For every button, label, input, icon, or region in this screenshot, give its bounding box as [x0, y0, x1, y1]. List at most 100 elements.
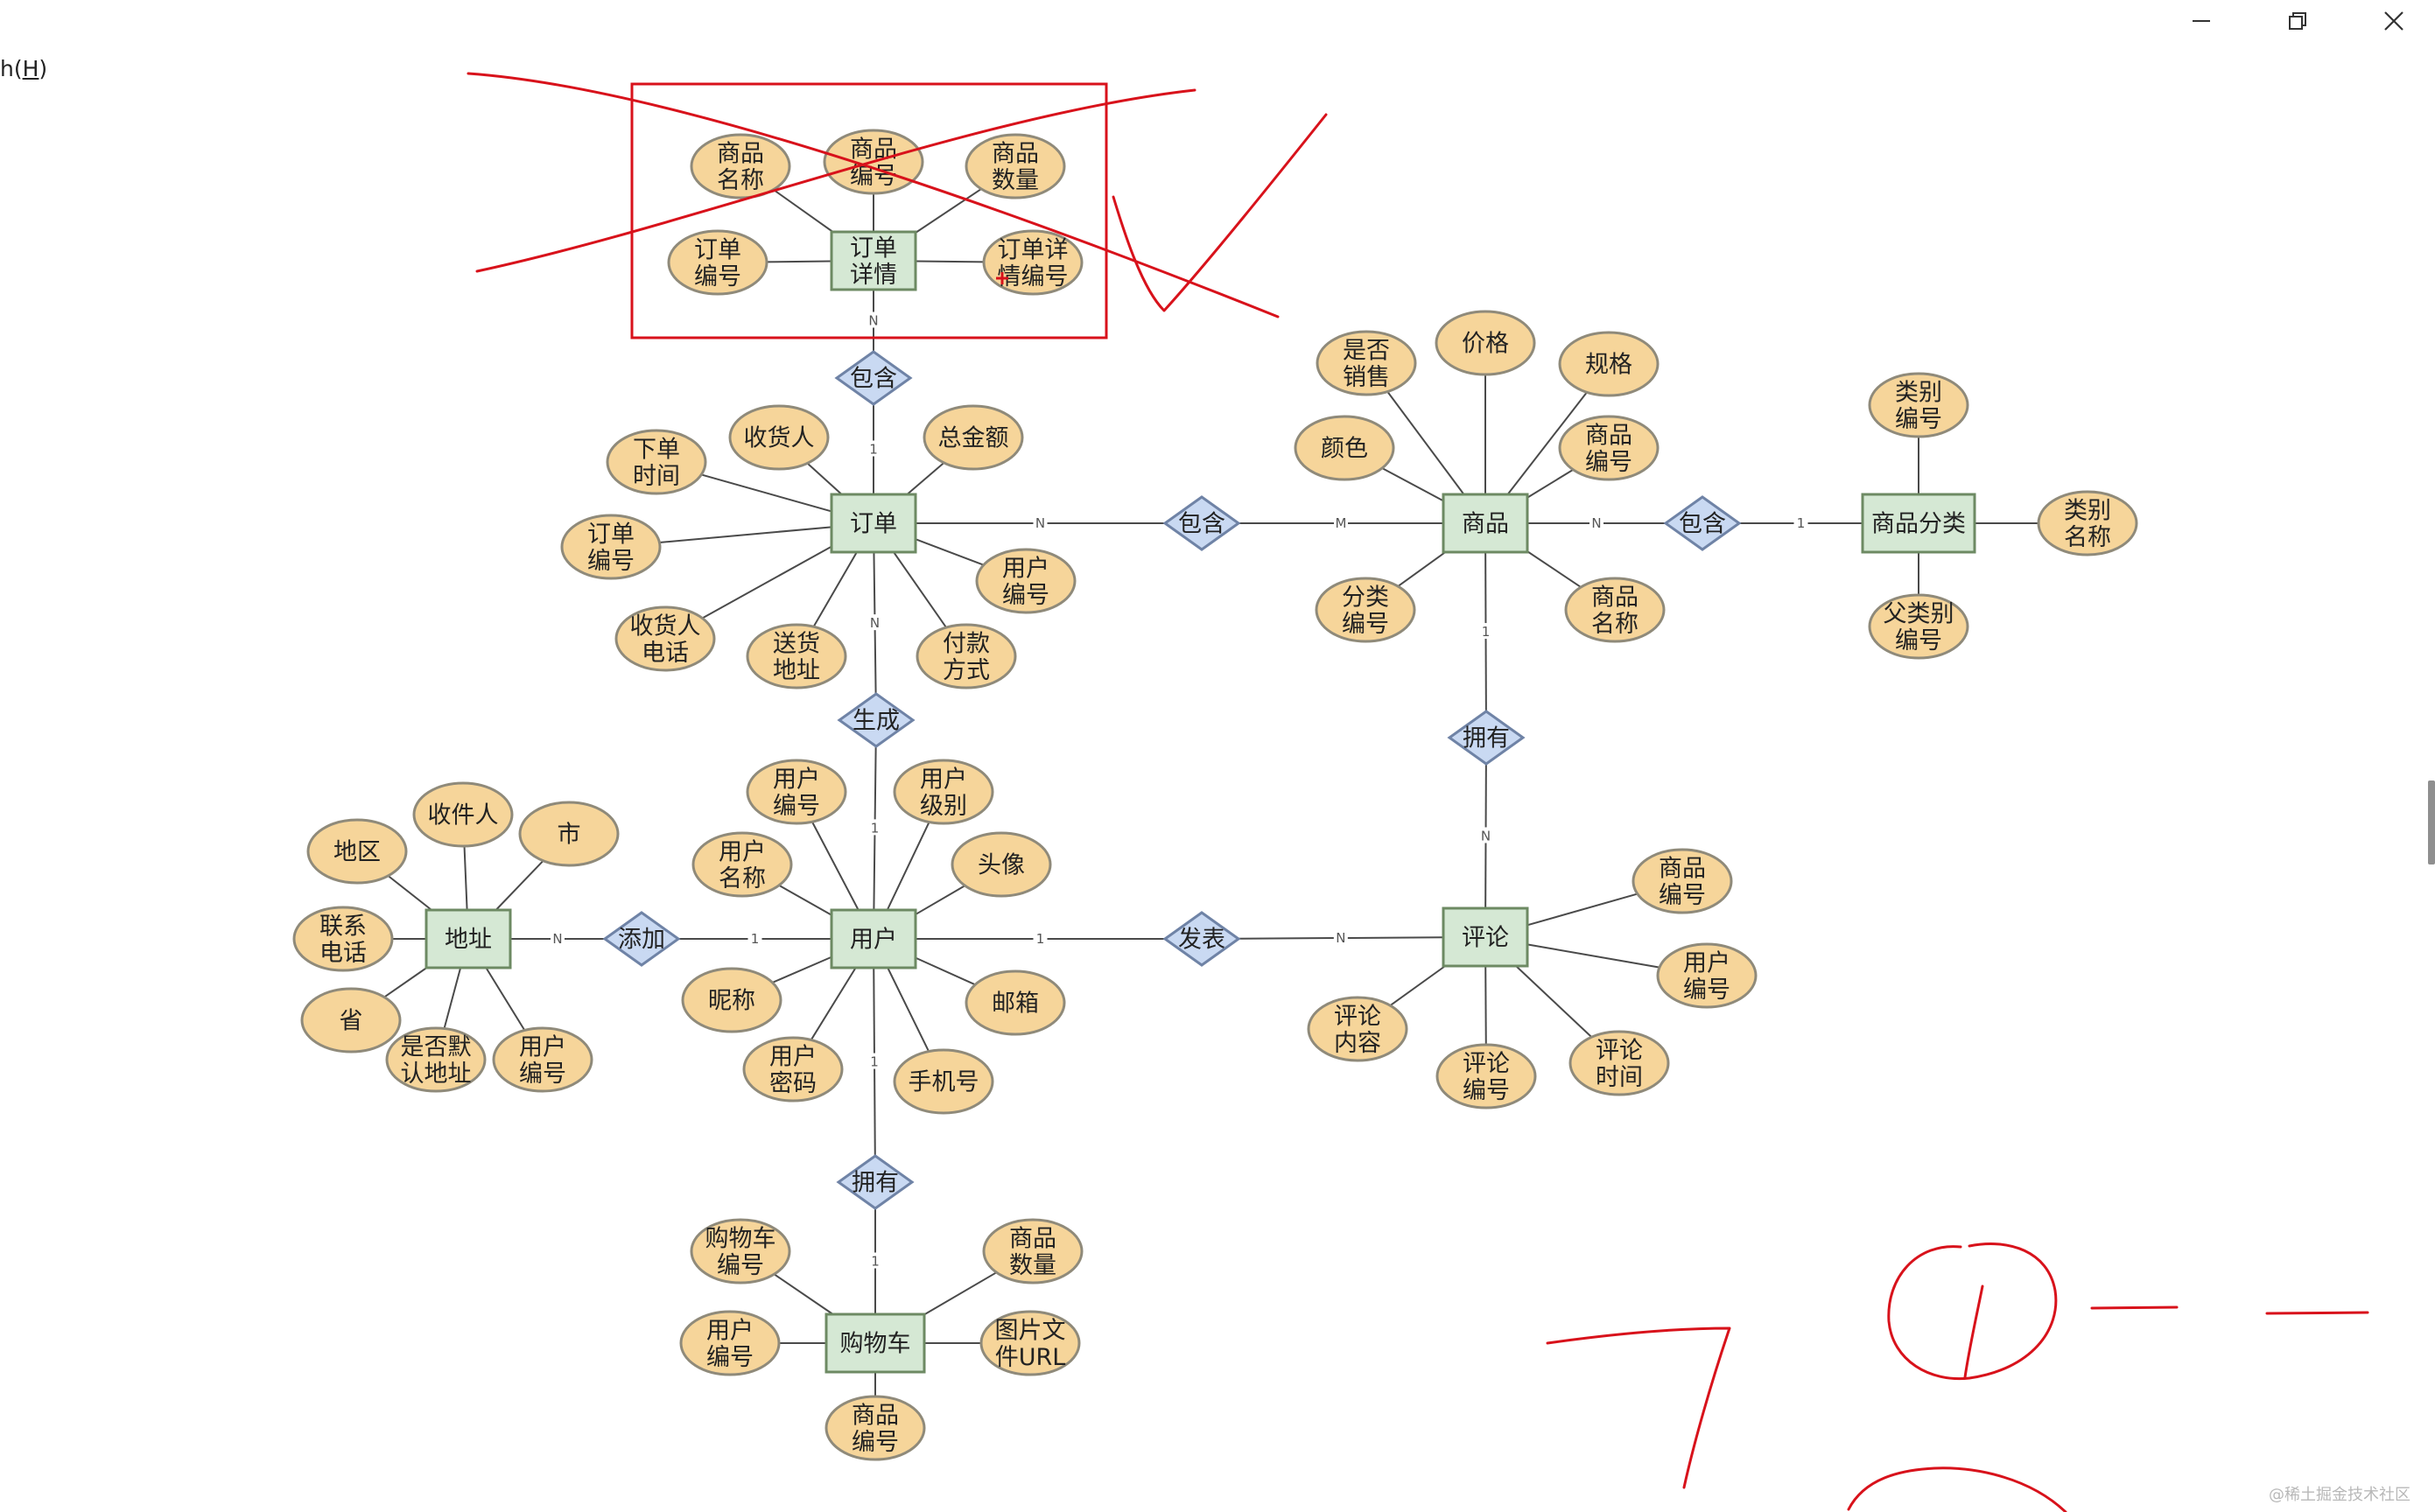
entity-box — [1442, 906, 1529, 968]
attribute-category: 父类别编号 — [1868, 593, 1969, 660]
attribute-connector — [1506, 391, 1588, 495]
relationship-label: 包含 — [1679, 511, 1726, 538]
attribute-ellipse — [1307, 996, 1408, 1062]
attribute-cart: 用户编号 — [679, 1310, 781, 1376]
relationship-diamond — [837, 692, 916, 748]
attribute-product: 颜色 — [1294, 415, 1395, 481]
minimize-button[interactable] — [2153, 0, 2249, 42]
attribute-user: 用户级别 — [893, 759, 994, 825]
entity-order-detail: 订单详情 — [830, 230, 917, 291]
attribute-connector — [887, 967, 930, 1053]
attribute-label: 用户编号 — [706, 1318, 754, 1371]
relationship-diamond — [602, 911, 681, 967]
attribute-ellipse — [965, 133, 1066, 200]
entity-cart: 购物车 — [825, 1312, 926, 1374]
attribute-connector — [1515, 965, 1593, 1039]
attribute-connector — [915, 188, 982, 234]
attribute-label: 市 — [558, 822, 581, 849]
attribute-label: 用户密码 — [769, 1044, 817, 1097]
restore-button[interactable] — [2249, 0, 2346, 42]
attribute-order: 收货人 — [728, 404, 830, 471]
attribute-ellipse — [1435, 310, 1536, 376]
relationship-label: 生成 — [853, 708, 900, 735]
entity-box — [1861, 493, 1976, 554]
close-icon — [2384, 11, 2403, 31]
handwritten-curve — [1847, 1466, 2067, 1512]
relationship-label: 拥有 — [1463, 725, 1510, 752]
attribute-label: 订单编号 — [587, 522, 635, 575]
attribute-ellipse — [690, 1218, 791, 1284]
attribute-connector — [1389, 965, 1446, 1006]
attribute-category: 类别名称 — [2037, 490, 2138, 556]
handwritten-dashes — [2090, 1306, 2179, 1310]
attribute-connector — [701, 545, 832, 620]
cardinality-label: 1 — [869, 442, 878, 458]
attribute-ellipse — [1315, 577, 1416, 643]
attribute-label: 收货人电话 — [630, 613, 701, 667]
cardinality-label: 1 — [1482, 624, 1491, 640]
attribute-order: 收货人电话 — [614, 606, 716, 672]
attribute-address: 收件人 — [412, 781, 514, 848]
relationship-label: 拥有 — [852, 1170, 899, 1197]
attribute-ellipse — [385, 1026, 487, 1093]
relationship-rel-order-product: 包含 — [1162, 495, 1241, 551]
cardinality-backdrop — [868, 1252, 882, 1269]
attribute-order: 付款方式 — [916, 623, 1017, 690]
attribute-connector — [443, 967, 462, 1029]
cardinality-backdrop — [1478, 623, 1493, 640]
attribute-user: 邮箱 — [965, 970, 1066, 1036]
attribute-label: 用户编号 — [773, 766, 820, 820]
attribute-connector — [778, 884, 832, 916]
handwritten-circle-stroke — [1963, 1284, 1984, 1379]
attribute-product: 分类编号 — [1315, 577, 1416, 643]
relationship-diamond — [1447, 710, 1526, 766]
attribute-label: 商品编号 — [852, 1403, 899, 1456]
cardinality-backdrop — [867, 1053, 882, 1069]
menu-help-prefix: h( — [0, 56, 23, 81]
cardinality-label: M — [1336, 515, 1347, 531]
close-button[interactable] — [2346, 0, 2435, 42]
attribute-label: 联系电话 — [319, 914, 367, 967]
attribute-ellipse — [825, 1395, 926, 1461]
attribute-connector — [906, 462, 945, 495]
entity-category: 商品分类 — [1861, 493, 1976, 554]
node-layer: 商品名称商品编号商品数量订单编号订单详情编号下单时间收货人总金额订单编号用户编号… — [292, 129, 2138, 1461]
attribute-label: 商品编号 — [1585, 423, 1632, 476]
attribute-label: 总金额 — [938, 425, 1009, 452]
attribute-cart: 图片文件URL — [979, 1310, 1081, 1376]
cardinality-label: 1 — [871, 820, 880, 836]
attribute-address: 市 — [518, 801, 620, 867]
attribute-label: 下单时间 — [633, 437, 680, 490]
attribute-connector — [810, 821, 860, 911]
attribute-ellipse — [690, 133, 791, 200]
attribute-ellipse — [728, 404, 830, 471]
attribute-connector — [1484, 965, 1487, 1046]
attribute-ellipse — [746, 759, 847, 825]
attribute-connector — [1526, 550, 1582, 588]
attribute-ellipse — [667, 229, 768, 296]
entity-label: 评论 — [1462, 925, 1509, 952]
relationship-rel-publish: 发表 — [1162, 911, 1241, 967]
entity-label: 购物车 — [840, 1331, 911, 1358]
cardinality-label: 1 — [1036, 931, 1045, 947]
attribute-comment: 用户编号 — [1656, 942, 1758, 1009]
attribute-ellipse — [560, 514, 662, 580]
attribute-label: 头像 — [978, 852, 1025, 879]
attribute-connector — [773, 1273, 834, 1315]
cardinality-label: N — [1035, 515, 1045, 531]
entity-label: 商品分类 — [1871, 511, 1966, 538]
attribute-ellipse — [1564, 577, 1666, 643]
scrollbar-thumb[interactable] — [2428, 780, 2435, 864]
attribute-ellipse — [691, 831, 793, 898]
relationship-diamond — [1162, 495, 1241, 551]
menu-help[interactable]: h(H) — [0, 56, 47, 81]
attribute-ellipse — [679, 1310, 781, 1376]
attribute-connector — [659, 526, 832, 544]
cardinality-backdrop — [867, 614, 882, 631]
attribute-address: 联系电话 — [292, 906, 394, 972]
attribute-label: 邮箱 — [992, 990, 1039, 1018]
attribute-ellipse — [916, 623, 1017, 690]
entity-address: 地址 — [425, 908, 512, 970]
cardinality-label: N — [1591, 515, 1601, 531]
